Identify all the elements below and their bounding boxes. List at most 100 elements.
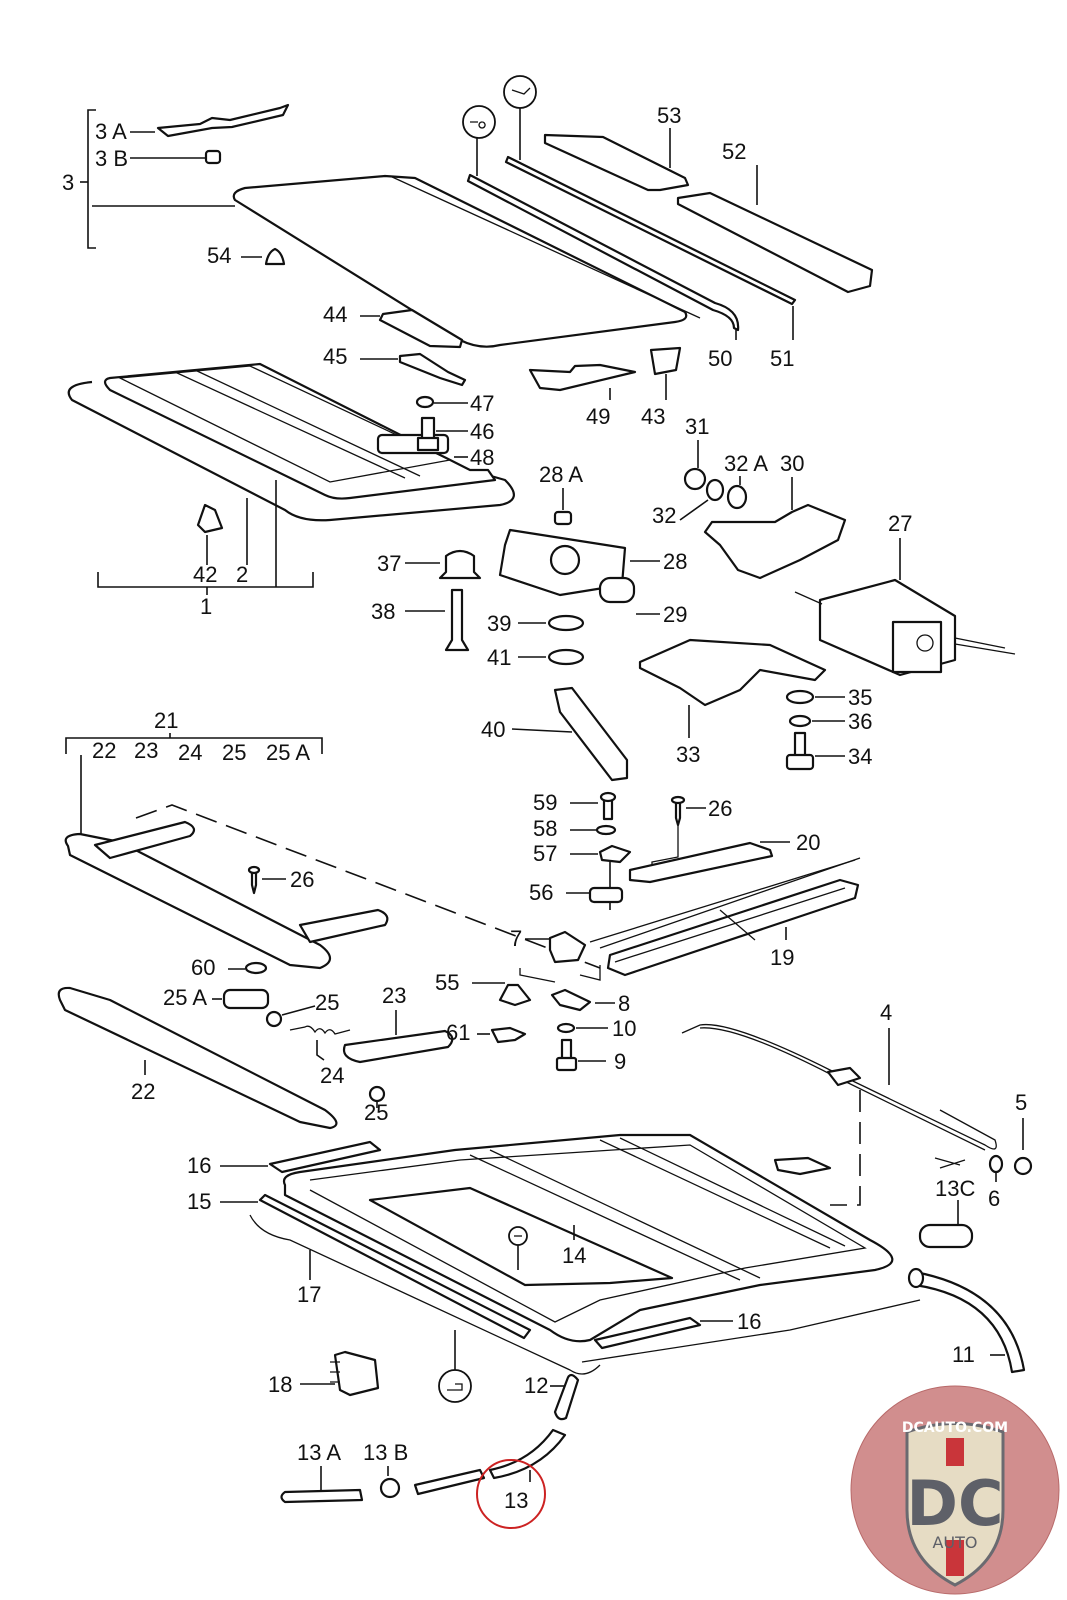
part-36-lockwasher <box>788 714 812 728</box>
callout-24: 24 <box>320 1063 344 1088</box>
callout-18: 18 <box>268 1372 292 1397</box>
callout-31: 31 <box>685 414 709 439</box>
part-26-screw <box>250 870 258 895</box>
part-35-washer <box>785 689 815 705</box>
part-37-bushing <box>438 549 482 580</box>
callout-group-23: 23 <box>134 738 158 763</box>
callout-45: 45 <box>323 344 347 369</box>
highlight-circle-13 <box>476 1459 546 1529</box>
part-38-screw <box>444 588 470 652</box>
part-10-washer <box>556 1022 576 1034</box>
callout-6: 6 <box>988 1186 1000 1211</box>
part-21-wind-deflector <box>64 832 332 970</box>
callout-20: 20 <box>796 830 820 855</box>
part-49-guide <box>528 363 637 392</box>
callout-group-25A: 25 A <box>266 740 310 765</box>
callout-3: 3 <box>62 170 74 195</box>
callout-50: 50 <box>708 346 732 371</box>
part-13C-filter <box>918 1223 974 1249</box>
callout-39: 39 <box>487 611 511 636</box>
callout-44: 44 <box>323 302 347 327</box>
part-7-slider <box>548 930 587 964</box>
callout-34: 34 <box>848 744 872 769</box>
part-13-hose-straight <box>413 1468 486 1496</box>
callout-13B: 13 B <box>363 1440 408 1465</box>
part-58-washer <box>595 824 617 836</box>
dcauto-watermark-logo: DCAUTO.COM DC AUTO <box>850 1385 1060 1595</box>
callout-13: 13 <box>504 1488 528 1513</box>
part-32-washer <box>705 478 725 502</box>
callout-37: 37 <box>377 551 401 576</box>
part-44-bracket <box>378 308 464 349</box>
part-41-washer <box>547 648 585 666</box>
part-42-clip <box>196 503 224 534</box>
callout-29: 29 <box>663 602 687 627</box>
callout-1: 1 <box>200 594 212 619</box>
callout-41: 41 <box>487 645 511 670</box>
callout-group-25: 25 <box>222 740 246 765</box>
callout-26-left: 26 <box>290 867 314 892</box>
callout-46: 46 <box>470 419 494 444</box>
part-51-seal <box>504 155 797 306</box>
callout-3B: 3 B <box>95 146 128 171</box>
callout-14: 14 <box>562 1243 586 1268</box>
part-45-plate <box>398 352 467 387</box>
callout-59: 59 <box>533 790 557 815</box>
callout-53: 53 <box>657 103 681 128</box>
callout-2: 2 <box>236 562 248 587</box>
callout-56: 56 <box>529 880 553 905</box>
part-5-nut <box>1013 1156 1033 1176</box>
callout-57: 57 <box>533 841 557 866</box>
callout-group-22: 22 <box>92 738 116 763</box>
part-30-bracket <box>703 503 847 580</box>
part-13B-clamp <box>379 1477 401 1499</box>
callout-32A: 32 A <box>724 451 768 476</box>
part-12-hose <box>553 1373 580 1421</box>
part-14-roof-frame <box>282 1133 894 1343</box>
callout-13C: 13C <box>935 1176 975 1201</box>
part-3-bracket <box>80 109 235 249</box>
part-43-stop <box>649 346 682 376</box>
callout-17: 17 <box>297 1282 321 1307</box>
clip-symbol-icon <box>438 1369 472 1403</box>
callout-19: 19 <box>770 945 794 970</box>
callout-8: 8 <box>618 991 630 1016</box>
part-56-pad <box>588 886 624 904</box>
part-28A-nut <box>553 510 573 526</box>
callout-27: 27 <box>888 511 912 536</box>
callout-5: 5 <box>1015 1090 1027 1115</box>
part-50-seal <box>466 173 740 332</box>
callout-4: 4 <box>880 1000 892 1025</box>
part-19-rail <box>606 878 860 977</box>
part-6-washer <box>988 1154 1004 1174</box>
part-25-nut-upper <box>265 1010 283 1028</box>
part-60-grommet <box>244 961 268 975</box>
part-15-seal <box>258 1193 532 1340</box>
part-34-bolt <box>793 731 807 759</box>
callout-58: 58 <box>533 816 557 841</box>
part-4-cable <box>681 1023 997 1150</box>
callout-15: 15 <box>187 1189 211 1214</box>
callout-36: 36 <box>848 709 872 734</box>
callout-28: 28 <box>663 549 687 574</box>
callout-3A: 3 A <box>95 119 127 144</box>
callout-35: 35 <box>848 685 872 710</box>
callout-52: 52 <box>722 139 746 164</box>
part-20-guide-rail <box>628 841 774 884</box>
part-22-deflector-blade <box>57 986 338 1130</box>
part-25-nut-lower <box>368 1085 386 1103</box>
part-3B-nut <box>204 149 222 165</box>
part-47-washer <box>415 395 435 409</box>
callout-33: 33 <box>676 742 700 767</box>
part-3-roof-panel <box>232 174 688 348</box>
callout-26-right: 26 <box>708 796 732 821</box>
part-27-motor-end <box>891 620 943 674</box>
part-40-drive-arm <box>553 686 629 782</box>
part-53-plate <box>543 133 690 192</box>
watermark-letters: DC <box>907 1467 1004 1540</box>
callout-61: 61 <box>446 1020 470 1045</box>
adhesive-symbol-icon <box>462 105 496 139</box>
part-32A-washer <box>726 484 748 510</box>
part-61-clip <box>490 1026 527 1044</box>
callout-25A: 25 A <box>163 985 207 1010</box>
